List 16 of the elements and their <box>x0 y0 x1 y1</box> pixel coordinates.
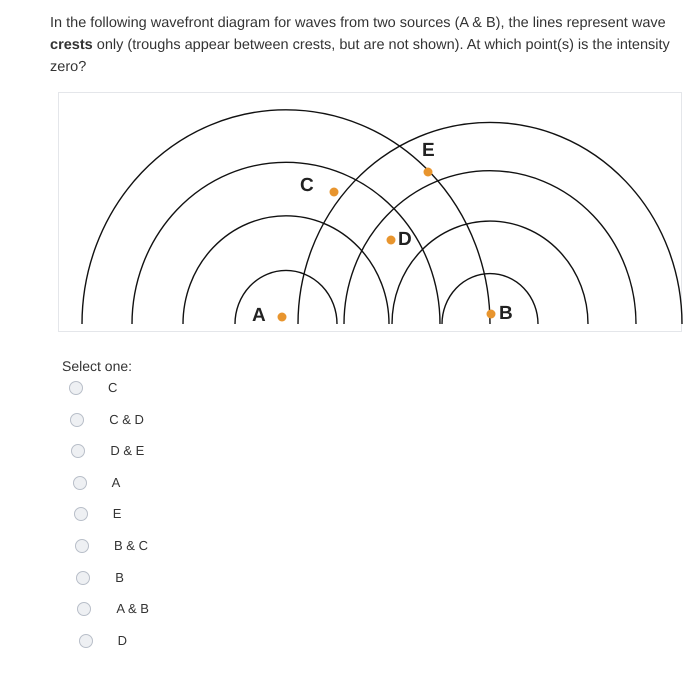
point-label: D <box>398 230 412 250</box>
question-text: In the following wavefront diagram for waves from two sources (A & B), the lines represent wave crests only (troughs appear between crests, but are not shown). At which point(s) is the intensity zero? <box>50 14 670 77</box>
prompt-text: Select one: <box>62 358 132 374</box>
option-label: D & E <box>110 443 144 460</box>
option-label: D <box>118 632 127 649</box>
option-label: A <box>112 474 120 491</box>
point-label: E <box>422 141 435 161</box>
option-label: A & B <box>116 601 149 618</box>
option-label: C & D <box>109 412 144 428</box>
option-label: E <box>112 506 122 522</box>
option-label: B <box>115 570 124 586</box>
point-label: B <box>499 304 513 324</box>
option-label: C <box>108 380 118 396</box>
point-label: C <box>300 176 314 196</box>
option-label: B & C <box>114 538 148 554</box>
point-label: A <box>252 306 266 326</box>
